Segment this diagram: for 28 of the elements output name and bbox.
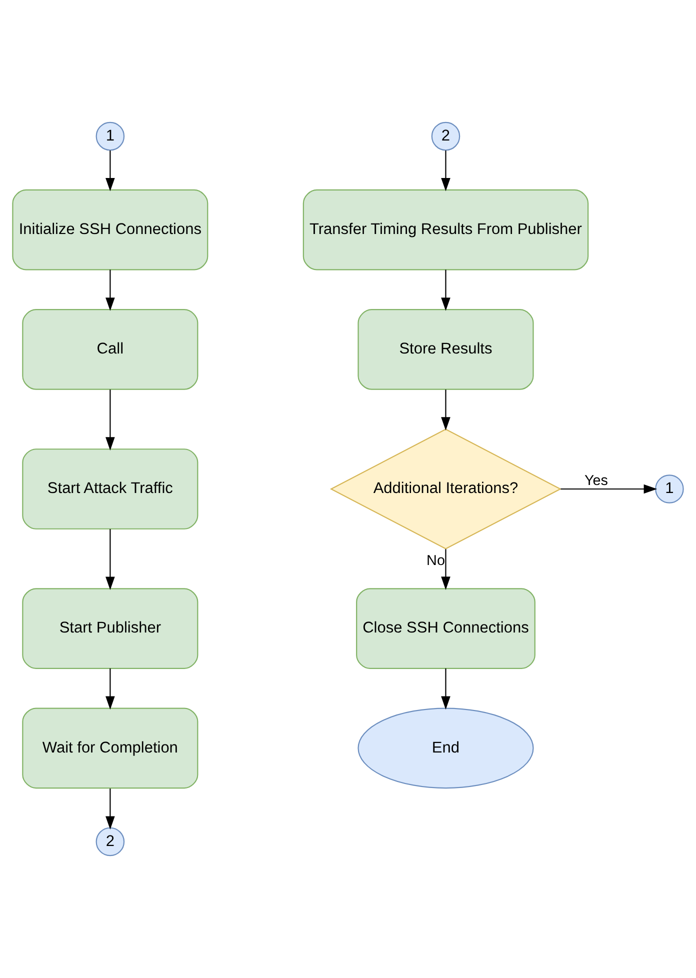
edge-label: No [426, 552, 445, 569]
node-box: Transfer Timing Results From Publisher [302, 189, 589, 270]
node-ellipse: End [358, 708, 534, 789]
arrow [106, 150, 115, 192]
arrow [106, 788, 115, 830]
node-circle: 2 [96, 827, 125, 856]
arrow [106, 390, 115, 450]
node-circle: 1 [655, 474, 684, 504]
arrow [441, 549, 450, 590]
node-box: Call [22, 309, 198, 390]
node-box: Start Attack Traffic [22, 448, 198, 530]
node-circle: 2 [431, 122, 460, 151]
node-box: Close SSH Connections [356, 588, 536, 669]
arrow [441, 390, 450, 430]
node-diamond: Additional Iterations? [330, 428, 562, 550]
edge-label: Yes [584, 473, 608, 490]
arrow [441, 150, 450, 192]
node-box: Wait for Completion [22, 708, 198, 789]
arrow [106, 668, 115, 710]
arrow [441, 668, 450, 710]
node-box: Store Results [358, 309, 534, 390]
node-circle: 1 [96, 122, 125, 151]
arrow [441, 270, 450, 311]
arrow [560, 484, 658, 494]
arrow [106, 529, 115, 590]
node-box: Start Publisher [22, 588, 198, 669]
arrow [106, 270, 115, 311]
node-box: Initialize SSH Connections [12, 189, 208, 270]
